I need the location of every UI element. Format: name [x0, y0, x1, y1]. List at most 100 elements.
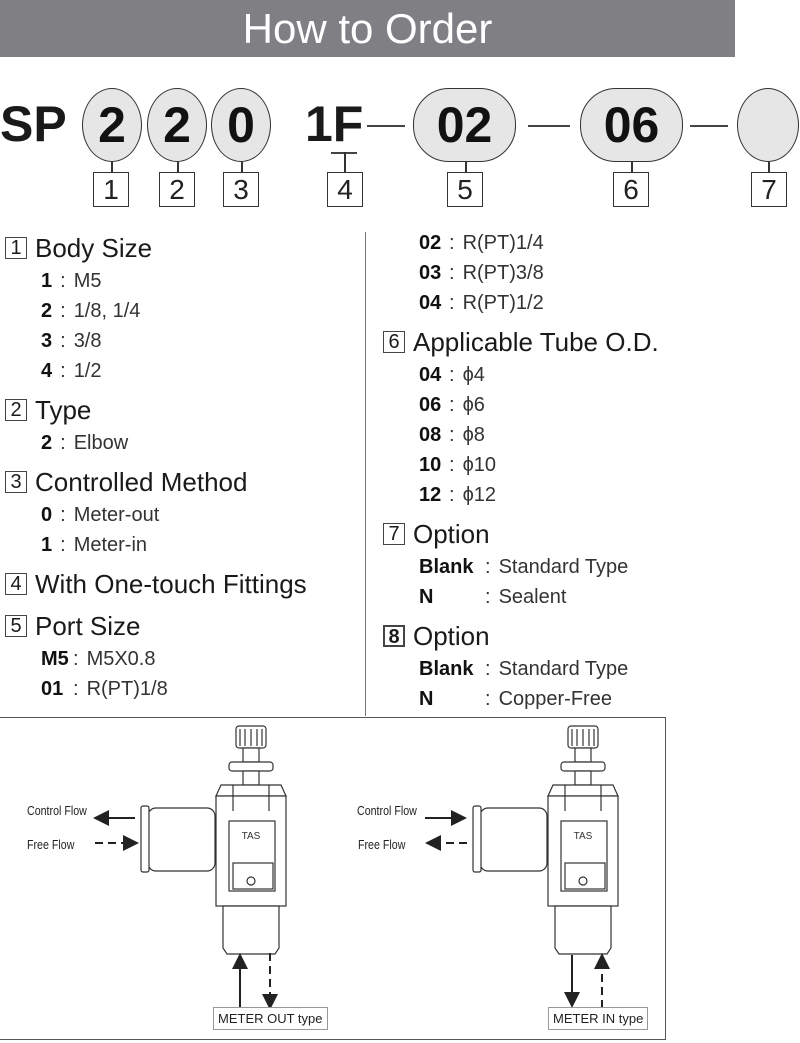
spec-option-row: 3:3/8 — [5, 326, 360, 356]
section-title: With One-touch Fittings — [35, 568, 307, 599]
column-divider — [365, 232, 366, 716]
colon: : — [60, 432, 66, 454]
code-field-method: 0 — [211, 88, 271, 162]
spec-option-row: 1:M5 — [5, 266, 360, 296]
section-number-box: 5 — [5, 615, 27, 637]
connector — [111, 162, 113, 172]
colon: : — [60, 360, 66, 382]
colon: : — [73, 678, 79, 700]
section-number-box: 1 — [5, 237, 27, 259]
code-field-type: 2 — [147, 88, 207, 162]
meter-in-type-label: METER IN type — [548, 1007, 649, 1030]
option-value: Elbow — [73, 432, 129, 454]
number-box-4: 4 — [327, 172, 363, 207]
option-code: 12 — [419, 484, 442, 506]
colon: : — [73, 648, 79, 670]
option-code: Blank — [419, 658, 474, 680]
option-value: ϕ6 — [462, 394, 485, 416]
section-title: Type — [35, 394, 92, 425]
colon: : — [449, 484, 455, 506]
colon: : — [485, 658, 491, 680]
section-title: Controlled Method — [35, 466, 248, 497]
option-code: 2 — [41, 432, 53, 454]
option-code: N — [419, 688, 434, 710]
spec-option-row: 2: Elbow — [5, 428, 360, 458]
colon: : — [485, 586, 491, 608]
connector — [768, 162, 770, 172]
spec-option-row: Blank:Standard Type — [383, 654, 783, 684]
option-value: 1/2 — [73, 360, 102, 382]
section-title: Option — [413, 518, 490, 549]
spec-option-row: 10: ϕ10 — [383, 450, 783, 480]
connector — [465, 162, 467, 172]
option-code: 4 — [41, 360, 53, 382]
option-code: 10 — [419, 454, 442, 476]
option-value: R(PT)3/8 — [462, 262, 544, 284]
colon: : — [60, 270, 66, 292]
brand-mark: TAS — [574, 831, 593, 842]
colon: : — [60, 300, 66, 322]
option-code: 2 — [41, 300, 53, 322]
option-value: Meter-out — [73, 504, 160, 526]
spec-option-row: 08:ϕ8 — [383, 420, 783, 450]
option-value: M5X0.8 — [86, 648, 156, 670]
spec-option-row: 2:1/8, 1/4 — [5, 296, 360, 326]
option-code: M5 — [41, 648, 69, 670]
code-prefix: SP — [0, 96, 67, 152]
section-heading: 7 Option — [383, 516, 783, 552]
option-value: Copper-Free — [498, 688, 612, 710]
connector — [631, 162, 633, 172]
number-box-7: 7 — [751, 172, 787, 207]
number-box-6: 6 — [613, 172, 649, 207]
connector — [177, 162, 179, 172]
spec-option-row: 04:ϕ4 — [383, 360, 783, 390]
option-code: 01 — [41, 678, 64, 700]
section-title: Body Size — [35, 232, 153, 263]
colon: : — [449, 454, 455, 476]
valve-illustrations: TAS TAS — [93, 725, 619, 1010]
section-number-box: 2 — [5, 399, 27, 421]
colon: : — [485, 556, 491, 578]
option-code: 03 — [419, 262, 442, 284]
option-value: R(PT)1/8 — [86, 678, 168, 700]
option-code: N — [419, 586, 434, 608]
spec-option-row: 04:R(PT)1/2 — [383, 288, 783, 318]
option-value: ϕ10 — [462, 454, 497, 476]
colon: : — [449, 232, 455, 254]
option-code: 02 — [419, 232, 442, 254]
option-value: Sealent — [498, 586, 567, 608]
meter-out-type-label: METER OUT type — [213, 1007, 328, 1030]
colon: : — [60, 534, 66, 556]
code-field-tube-od: 06 — [580, 88, 683, 162]
section-number-box: 7 — [383, 523, 405, 545]
connector — [241, 162, 243, 172]
option-value: 1/8, 1/4 — [73, 300, 141, 322]
spec-option-row: N: Sealent — [383, 582, 783, 612]
section-number-box: 8 — [383, 625, 405, 647]
option-value: R(PT)1/2 — [462, 292, 544, 314]
spec-option-row: 06:ϕ6 — [383, 390, 783, 420]
option-code: 3 — [41, 330, 53, 352]
option-value: R(PT)1/4 — [462, 232, 544, 254]
code-field-fittings: 1F — [305, 96, 364, 152]
number-box-3: 3 — [223, 172, 259, 207]
option-value: Meter-in — [73, 534, 148, 556]
code-field-body-size: 2 — [82, 88, 142, 162]
spec-option-row: Blank:Standard Type — [383, 552, 783, 582]
number-box-1: 1 — [93, 172, 129, 207]
spec-option-row: 02: R(PT)1/4 — [383, 228, 783, 258]
colon: : — [449, 262, 455, 284]
section-heading: 2 Type — [5, 392, 360, 428]
option-value: ϕ8 — [462, 424, 485, 446]
code-field-port-size: 02 — [413, 88, 516, 162]
control-flow-label: Control Flow — [357, 803, 417, 818]
number-box-2: 2 — [159, 172, 195, 207]
section-number-box: 6 — [383, 331, 405, 353]
spec-option-row: 4:1/2 — [5, 356, 360, 386]
